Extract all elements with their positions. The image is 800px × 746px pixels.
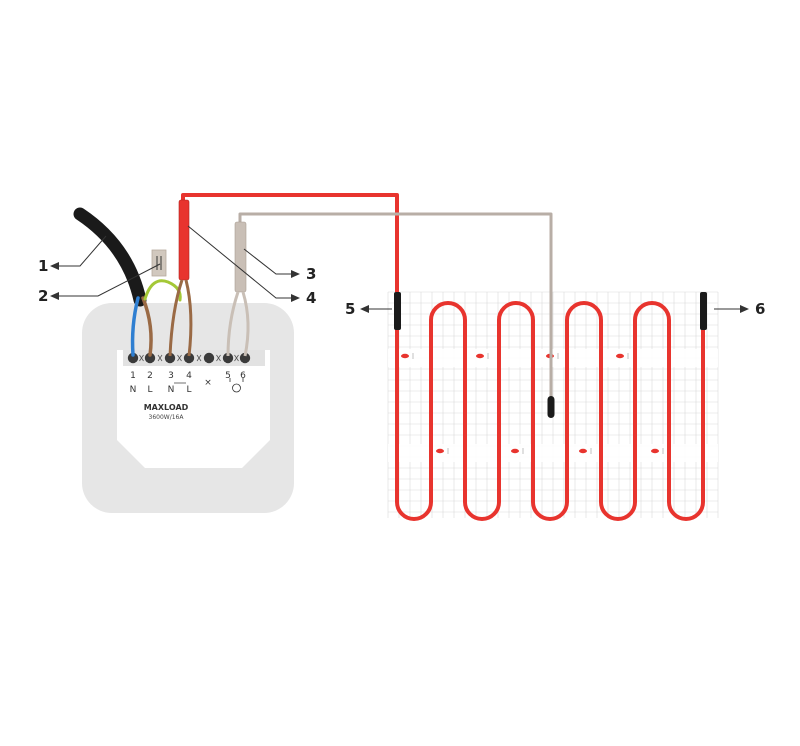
tape-logo-mark <box>401 353 409 359</box>
terminal-screw <box>144 352 156 364</box>
terminal-screws <box>127 352 251 364</box>
terminal-number: 6 <box>240 371 246 381</box>
blue-neutral-wire <box>130 296 140 357</box>
earth-wire <box>143 279 182 302</box>
terminal-number: 3 <box>168 371 174 381</box>
terminal-divider <box>234 354 239 362</box>
earth-icon <box>156 256 162 270</box>
sensor-probe <box>547 396 555 418</box>
leader-line-4 <box>187 225 292 299</box>
thermostat-module <box>117 350 270 468</box>
tape-logo-mark <box>579 448 587 454</box>
cable-end-sleeve-right <box>700 292 707 330</box>
terminal-screw <box>183 352 195 364</box>
sensor-lead-wires <box>226 291 250 357</box>
heating-cable <box>395 301 705 521</box>
terminal-screw <box>203 352 215 364</box>
maxload-spec: 3600W/16A <box>149 414 185 421</box>
arrow-icon <box>50 292 59 300</box>
terminal-screw <box>164 352 176 364</box>
terminal-symbol: N <box>130 385 137 395</box>
tape-logo-mark <box>616 353 624 359</box>
terminal-screw <box>222 352 234 364</box>
supply-cable-sheath <box>73 207 147 307</box>
leader-line-3 <box>243 248 292 275</box>
arrow-icon <box>291 294 300 302</box>
terminal-screw <box>127 352 139 364</box>
tape-logo-mark <box>476 353 484 359</box>
tape-logo-mark <box>436 448 444 454</box>
terminal-screw <box>239 352 251 364</box>
tape-logo-mark <box>651 448 659 454</box>
terminal-divider <box>139 354 144 362</box>
callout-6: 6 <box>755 300 765 318</box>
sensor-icon <box>229 378 244 393</box>
supply-wires <box>73 207 182 357</box>
earth-connector <box>151 249 167 277</box>
sensor-lead-sleeve <box>234 221 247 293</box>
callout-3: 3 <box>306 265 316 283</box>
callout-1: 1 <box>38 257 48 275</box>
arrow-icon <box>360 305 369 313</box>
brown-live-wire <box>141 296 153 357</box>
floor-sensor <box>226 212 555 418</box>
heating-cable-lead <box>181 193 399 292</box>
terminal-divider <box>177 354 182 362</box>
terminal-number: 2 <box>147 371 153 381</box>
arrow-icons <box>50 262 749 313</box>
sensor-wire <box>238 212 553 398</box>
arrow-icon <box>291 270 300 278</box>
terminal-divider <box>216 354 221 362</box>
terminal-symbol: N <box>168 385 175 395</box>
heating-mat <box>387 291 719 518</box>
callout-2: 2 <box>38 287 48 305</box>
terminal-number: 1 <box>130 371 136 381</box>
mat-tape-marks <box>401 353 664 454</box>
callout-4: 4 <box>306 289 316 307</box>
terminal-symbol: L <box>186 385 191 395</box>
leader-line-1 <box>58 235 107 267</box>
heating-lead-wires <box>168 279 193 357</box>
heating-cable-leads <box>168 193 399 357</box>
heating-lead-sleeve <box>178 199 190 281</box>
tape-logo-mark <box>511 448 519 454</box>
terminal-divider <box>157 354 163 362</box>
terminal-divider <box>196 354 202 362</box>
arrow-icon <box>50 262 59 270</box>
callout-5: 5 <box>345 300 355 318</box>
terminal-number: 4 <box>186 371 192 381</box>
cable-end-sleeve-left <box>394 292 401 330</box>
leader-line-2 <box>58 263 161 297</box>
arrow-icon <box>740 305 749 313</box>
maxload-label: MAXLOAD <box>144 403 189 412</box>
leader-lines <box>58 225 742 310</box>
terminal-symbol: L <box>147 385 152 395</box>
terminal-separator: × <box>204 378 212 388</box>
terminal-number: 5 <box>225 371 231 381</box>
